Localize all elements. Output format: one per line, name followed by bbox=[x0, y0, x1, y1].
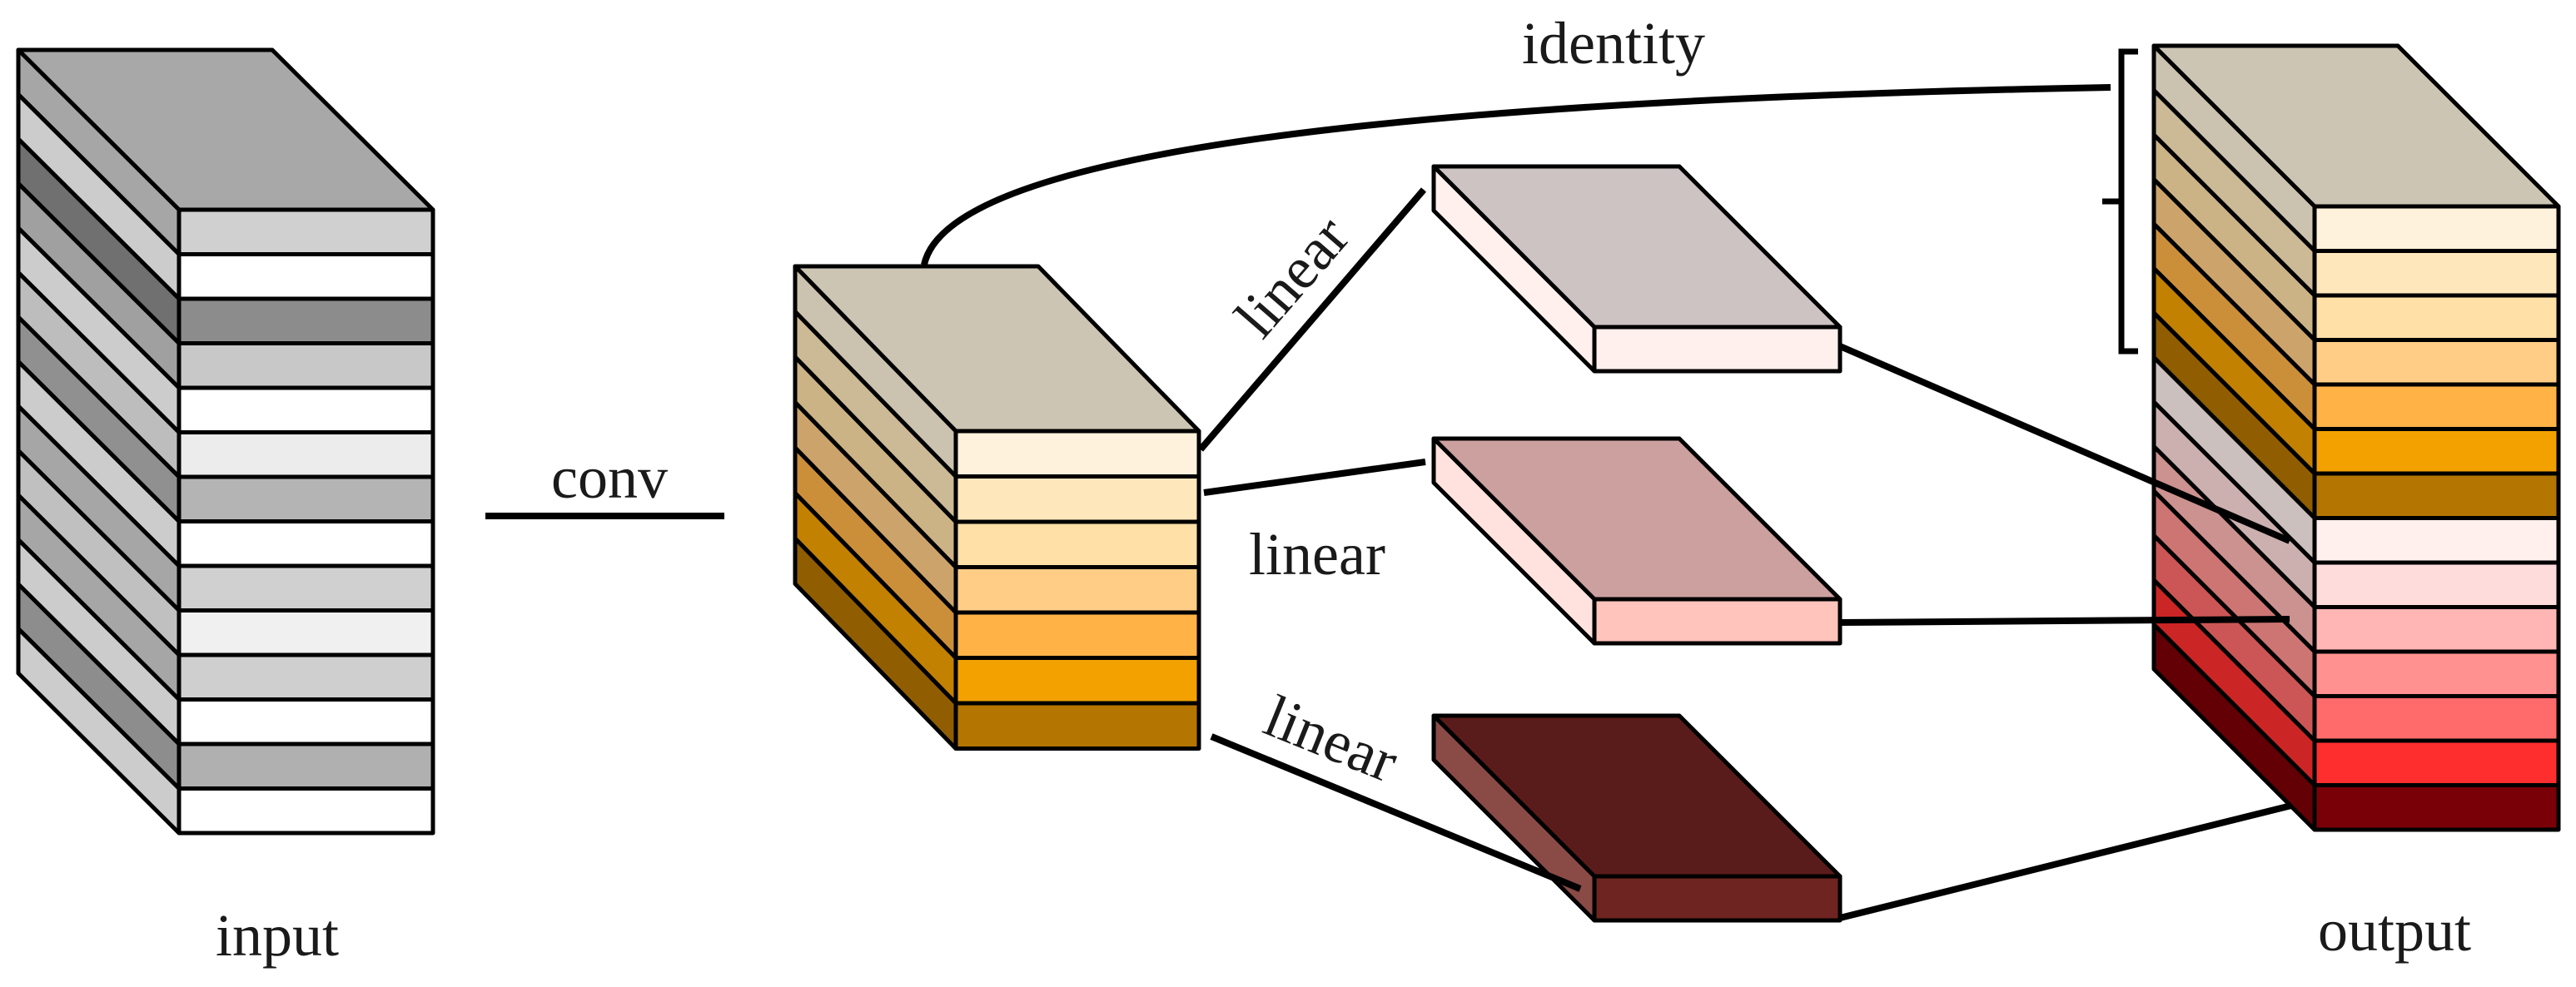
block-front-layer bbox=[953, 474, 1201, 524]
block-front-layer bbox=[1592, 597, 1842, 646]
block-front-layer bbox=[953, 610, 1201, 660]
block-front-layer bbox=[177, 430, 435, 479]
arrows bbox=[485, 48, 2292, 921]
block-front-layer bbox=[953, 701, 1201, 751]
ghost-top-to-output-arrow bbox=[1838, 343, 2291, 544]
ghost-bottom-to-output-arrow bbox=[1839, 802, 2292, 921]
block-front-layer bbox=[953, 519, 1201, 569]
ghost-map-bottom-block bbox=[1431, 713, 1842, 923]
block-front-layer bbox=[2312, 649, 2561, 698]
linear-middle-label: linear bbox=[1249, 521, 1385, 588]
block-front-layer bbox=[2312, 738, 2561, 787]
output-label: output bbox=[2318, 897, 2471, 964]
block-front-layer bbox=[177, 207, 435, 256]
linear-bottom-arrow bbox=[1210, 733, 1582, 892]
block-front-layer bbox=[1592, 325, 1842, 374]
block-front-layer bbox=[2312, 516, 2561, 565]
conv-label: conv bbox=[551, 444, 668, 511]
block-front-layer bbox=[177, 252, 435, 301]
block-front-layer bbox=[2312, 249, 2561, 298]
block-front-layer bbox=[177, 385, 435, 434]
block-front-layer bbox=[177, 519, 435, 568]
identity-arrow bbox=[921, 84, 2111, 265]
block-front-layer bbox=[2312, 694, 2561, 743]
identity-label: identity bbox=[1522, 10, 1705, 77]
block-front-layer bbox=[177, 608, 435, 657]
output-feature-block bbox=[2151, 43, 2561, 832]
ghost-map-top-block bbox=[1431, 164, 1842, 374]
block-front-layer bbox=[2312, 783, 2561, 832]
block-front-layer bbox=[2312, 204, 2561, 253]
linear-top-arrow bbox=[1197, 187, 1427, 452]
block-front-layer bbox=[177, 474, 435, 523]
linear-bottom-label: linear bbox=[1256, 682, 1407, 796]
input-label: input bbox=[216, 902, 339, 969]
block-front-layer bbox=[2312, 293, 2561, 342]
block-front-layer bbox=[177, 697, 435, 746]
block-front-layer bbox=[177, 786, 435, 836]
ghost-mid-to-output-arrow bbox=[1841, 616, 2290, 626]
block-front-layer bbox=[177, 296, 435, 345]
block-front-layer bbox=[2312, 427, 2561, 476]
block-front-layer bbox=[177, 741, 435, 791]
block-front-layer bbox=[2312, 560, 2561, 609]
input-feature-block bbox=[16, 47, 435, 836]
block-front-layer bbox=[1592, 874, 1842, 923]
ghost-map-middle-block bbox=[1431, 436, 1842, 646]
block-front-layer bbox=[2312, 382, 2561, 431]
block-front-layer bbox=[2312, 605, 2561, 654]
linear-top-label: linear bbox=[1222, 203, 1362, 350]
linear-mid-arrow bbox=[1203, 459, 1426, 496]
block-front-layer bbox=[953, 429, 1201, 479]
block-front-layer bbox=[953, 565, 1201, 615]
block-front-layer bbox=[2312, 338, 2561, 387]
block-front-layer bbox=[177, 652, 435, 702]
block-front-layer bbox=[953, 656, 1201, 706]
identity-bracket bbox=[2102, 48, 2138, 355]
block-front-layer bbox=[177, 341, 435, 390]
block-front-layer bbox=[2312, 471, 2561, 520]
conv-feature-block bbox=[793, 264, 1201, 751]
block-front-layer bbox=[177, 563, 435, 613]
